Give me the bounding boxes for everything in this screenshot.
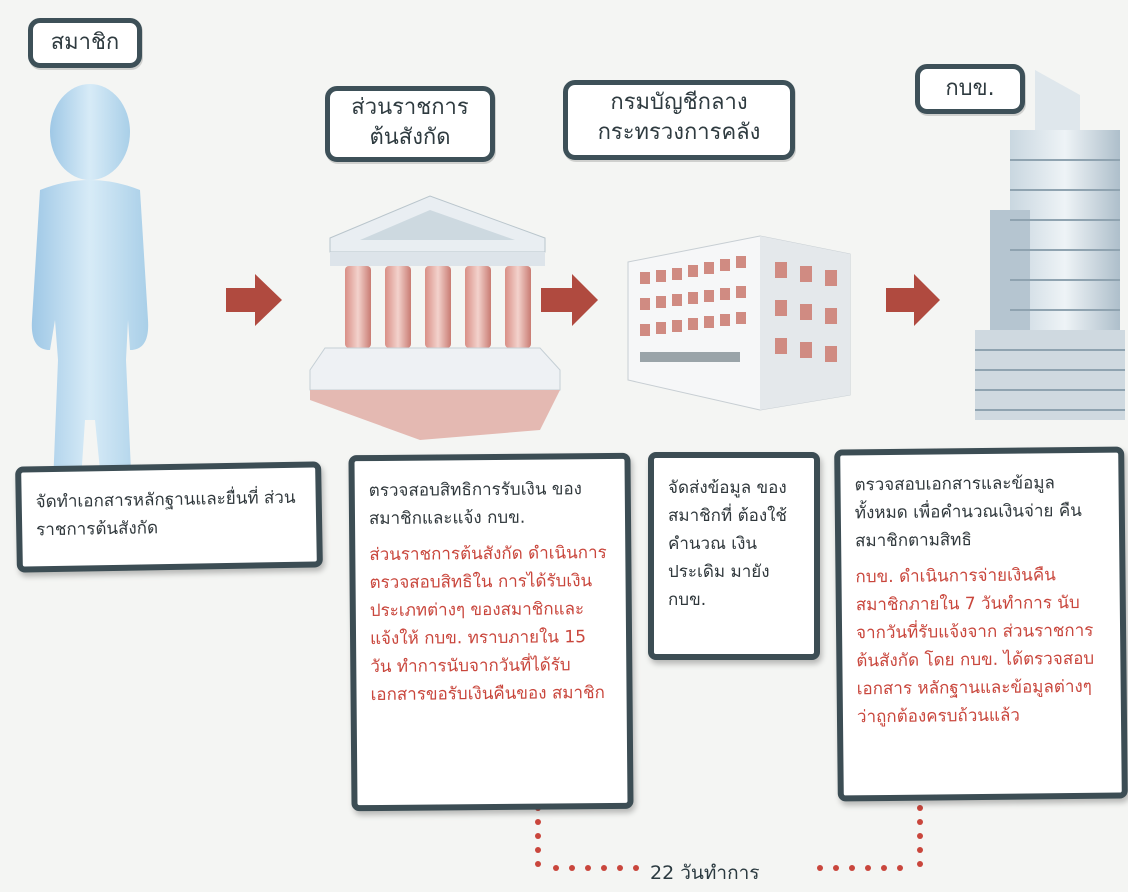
step-2-note: ส่วนราชการต้นสังกัด ดำเนินการตรวจสอบสิทธ… [369, 542, 607, 706]
skyscraper-icon [975, 70, 1125, 420]
step-card-1: จัดทำเอกสารหลักฐานและยื่นที่ ส่วนราชการต… [15, 461, 323, 573]
office-building-icon [627, 235, 851, 411]
step-card-3: จัดส่งข้อมูล ของสมาชิกที่ ต้องใช้คำนวณ เ… [648, 452, 820, 660]
label-cgd-line2: กระทรวงการคลัง [597, 120, 761, 145]
label-member-text: สมาชิก [50, 30, 120, 55]
arrow-right-icon [541, 274, 598, 326]
label-agency-line2: ต้นสังกัด [369, 125, 451, 150]
label-cgd-line1: กรมบัญชีกลาง [610, 90, 748, 115]
government-building-icon [309, 195, 561, 440]
step-2-text: ตรวจสอบสิทธิการรับเงิน ของสมาชิกและแจ้ง … [368, 479, 583, 530]
label-agency: ส่วนราชการ ต้นสังกัด [325, 86, 495, 162]
step-card-2: ตรวจสอบสิทธิการรับเงิน ของสมาชิกและแจ้ง … [348, 452, 634, 812]
label-gpf-text: กบข. [945, 76, 995, 101]
step-card-4: ตรวจสอบเอกสารและข้อมูล ทั้งหมด เพื่อคำนว… [834, 446, 1128, 802]
label-agency-line1: ส่วนราชการ [351, 95, 469, 120]
arrow-right-icon [886, 274, 940, 326]
label-member: สมาชิก [28, 18, 142, 68]
label-cgd: กรมบัญชีกลาง กระทรวงการคลัง [563, 80, 795, 160]
step-1-text: จัดทำเอกสารหลักฐานและยื่นที่ ส่วนราชการต… [35, 487, 296, 541]
timeline-label: 22 วันทำการ [650, 862, 760, 884]
arrow-right-icon [226, 274, 282, 326]
step-4-text: ตรวจสอบเอกสารและข้อมูล ทั้งหมด เพื่อคำนว… [854, 473, 1082, 552]
step-3-text: จัดส่งข้อมูล ของสมาชิกที่ ต้องใช้คำนวณ เ… [668, 478, 787, 610]
step-4-note: กบข. ดำเนินการจ่ายเงินคืน สมาชิกภายใน 7 … [855, 565, 1095, 728]
label-gpf: กบข. [915, 64, 1025, 114]
